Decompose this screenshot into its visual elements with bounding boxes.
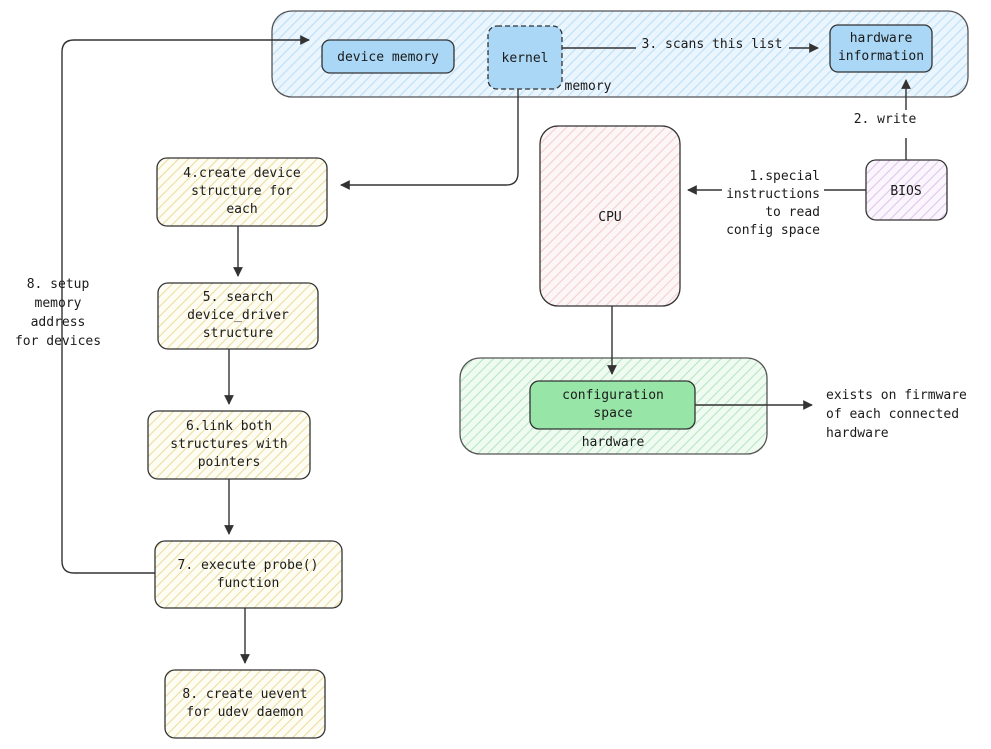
- edge-label-write: 2. write: [854, 112, 917, 127]
- configuration-space-rect[interactable]: [529, 380, 696, 430]
- cpu-rect[interactable]: [539, 125, 681, 307]
- bios-label: BIOS: [890, 184, 921, 199]
- execute-probe-rect[interactable]: [154, 540, 343, 609]
- hardware-information-rect[interactable]: [829, 24, 933, 73]
- node-bios[interactable]: BIOS: [865, 159, 948, 221]
- edge-label-scans-this-list: 3. scans this list: [642, 37, 783, 52]
- cpu-label: CPU: [598, 210, 621, 225]
- search-device-driver-rect[interactable]: [157, 282, 319, 350]
- node-device-memory[interactable]: device memory: [321, 39, 455, 74]
- create-device-structure-rect[interactable]: [156, 157, 328, 227]
- edge-setup-memory-address: [61, 35, 310, 574]
- create-uevent-rect[interactable]: [164, 669, 326, 739]
- kernel-rect[interactable]: [487, 25, 563, 90]
- memory-cluster-label: memory: [565, 79, 612, 94]
- device-memory-label: device memory: [337, 50, 439, 65]
- node-execute-probe[interactable]: 7. execute probe()function: [154, 540, 343, 609]
- node-cpu[interactable]: CPU: [539, 125, 681, 307]
- edge-kernel-to-create-device: [340, 89, 519, 190]
- node-kernel[interactable]: kernel: [487, 25, 563, 90]
- execute-probe-label: 7. execute probe()function: [178, 558, 319, 591]
- kernel-label: kernel: [502, 51, 549, 66]
- memory-cluster-rect: [271, 10, 969, 98]
- link-structures-rect[interactable]: [147, 410, 311, 480]
- bios-rect[interactable]: [865, 159, 948, 221]
- cluster-memory: memory: [271, 10, 969, 98]
- hardware-cluster-label: hardware: [582, 435, 645, 450]
- device-memory-rect[interactable]: [321, 39, 455, 74]
